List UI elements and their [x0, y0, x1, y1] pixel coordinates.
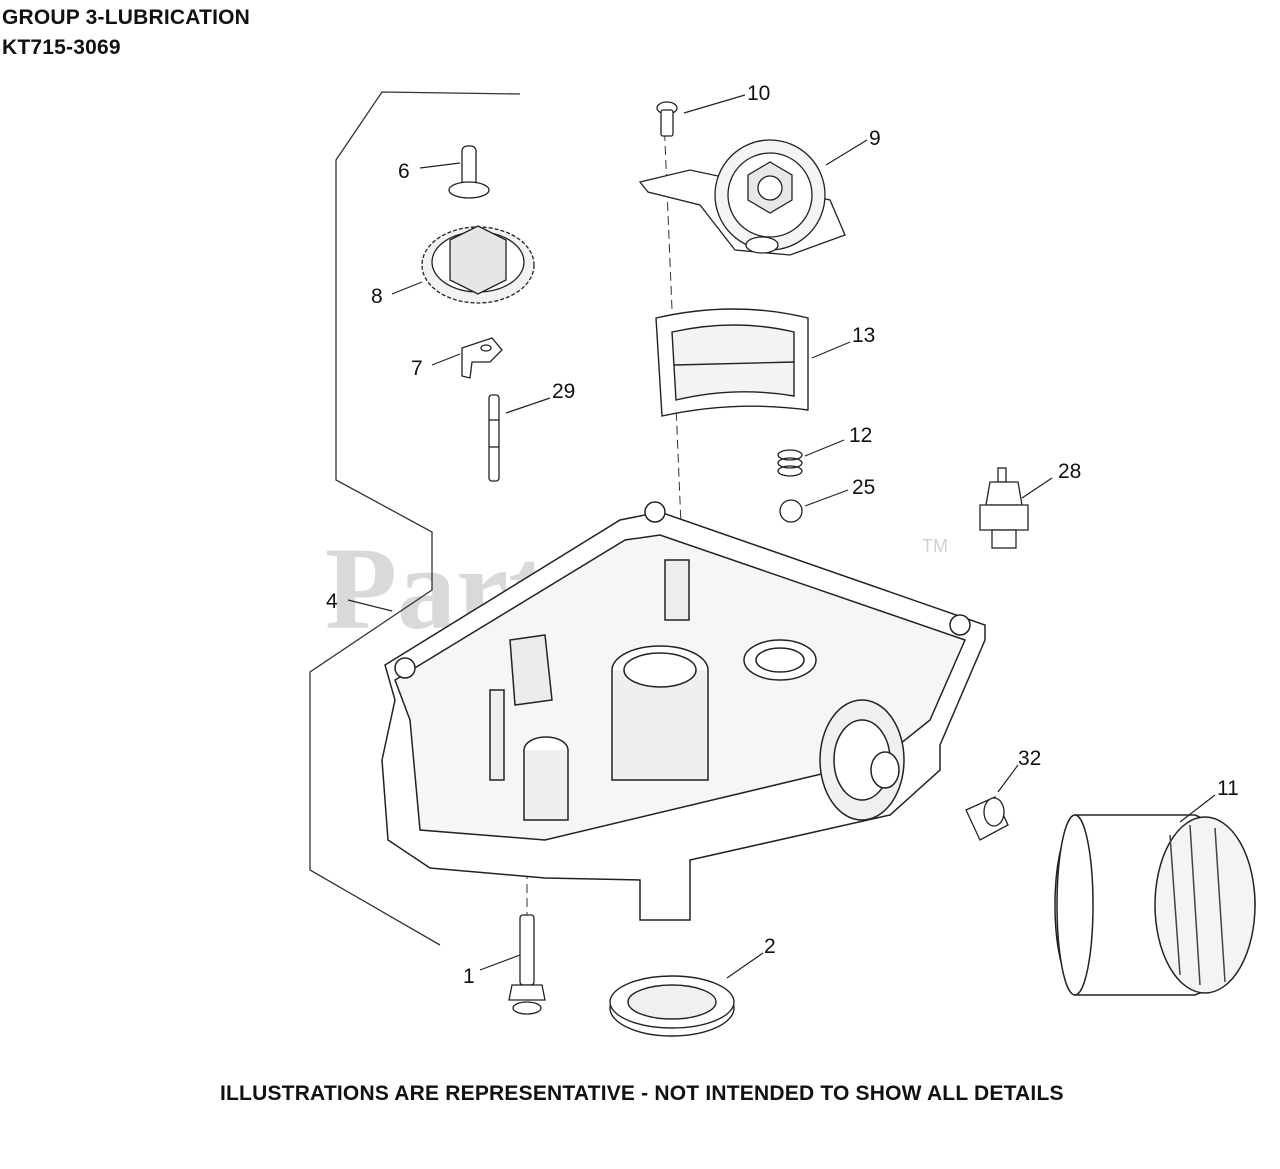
- callout-6: 6: [398, 160, 410, 183]
- part-4-oil-pan[interactable]: [381, 501, 986, 921]
- part-10-screw[interactable]: [656, 101, 678, 137]
- part-11-oil-filter[interactable]: [1054, 814, 1256, 996]
- part-25-ball[interactable]: [779, 499, 803, 523]
- callout-12: 12: [849, 424, 872, 447]
- part-1-bolt[interactable]: [508, 914, 546, 1015]
- callout-29: 29: [552, 380, 575, 403]
- part-7-clip[interactable]: [461, 337, 503, 379]
- callout-25: 25: [852, 476, 875, 499]
- model-number: KT715-3069: [2, 36, 121, 59]
- callout-4: 4: [326, 590, 338, 613]
- watermark-tm: TM: [922, 536, 948, 556]
- part-2-seal[interactable]: [609, 975, 735, 1037]
- part-6-pin[interactable]: [448, 145, 490, 199]
- callout-13: 13: [852, 324, 875, 347]
- part-9-oil-pump[interactable]: [638, 139, 846, 256]
- part-28-oil-switch[interactable]: [979, 467, 1029, 549]
- part-12-spring[interactable]: [777, 449, 803, 477]
- group-title: GROUP 3-LUBRICATION: [2, 6, 251, 29]
- callout-32: 32: [1018, 747, 1041, 770]
- callout-28: 28: [1058, 460, 1081, 483]
- callout-2: 2: [764, 935, 776, 958]
- footer-disclaimer: ILLUSTRATIONS ARE REPRESENTATIVE - NOT I…: [220, 1082, 1064, 1105]
- group-boundary-line: [309, 91, 521, 946]
- callout-7: 7: [411, 357, 423, 380]
- callout-9: 9: [869, 127, 881, 150]
- part-32-plug[interactable]: [965, 796, 1009, 841]
- part-13-screen[interactable]: [655, 308, 809, 417]
- callout-1: 1: [463, 965, 475, 988]
- part-29-shaft[interactable]: [488, 394, 500, 482]
- callout-11: 11: [1217, 777, 1239, 800]
- callout-8: 8: [371, 285, 383, 308]
- callout-10: 10: [747, 82, 770, 105]
- leader-lines: [347, 94, 1216, 979]
- part-8-gear[interactable]: [421, 225, 535, 304]
